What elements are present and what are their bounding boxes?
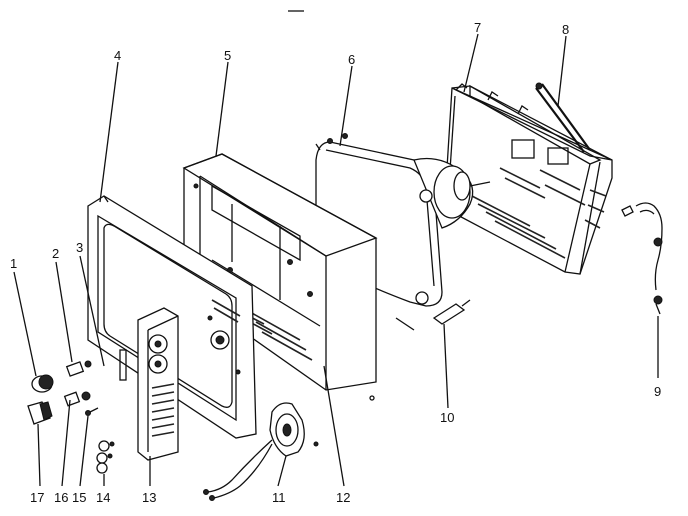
screw-part-15 [85,407,99,416]
label-6: 6 [348,52,355,67]
control-panel-grille [151,383,175,437]
label-11: 11 [272,490,286,505]
knob-part-17 [27,401,53,425]
power-cord-part-9 [621,202,663,315]
label-4: 4 [114,48,121,63]
label-9: 9 [654,384,661,399]
label-7: 7 [474,20,481,35]
washer [369,395,375,401]
label-12: 12 [336,490,350,505]
label-17: 17 [30,490,44,505]
label-2: 2 [52,246,59,261]
antenna-part-8 [535,82,591,153]
label-1: 1 [10,256,17,271]
label-10: 10 [440,410,454,425]
bezel-speaker-slots [211,299,241,323]
label-13: 13 [142,490,156,505]
back-cover-part-7 [444,83,613,275]
label-3: 3 [76,240,83,255]
label-14: 14 [96,490,110,505]
back-cover-vents [469,167,607,259]
knob-part-1 [31,374,54,393]
label-5: 5 [224,48,231,63]
cabinet-part-5 [182,153,378,391]
label-15: 15 [72,490,86,505]
bracket-part-10 [395,299,471,331]
speaker-part-11 [203,402,319,501]
knobs-part-14 [96,440,115,474]
label-8: 8 [562,22,569,37]
leader-lines [13,33,659,487]
knob-part-16 [63,391,91,407]
knob-part-2 [65,360,92,377]
control-panel-part-13 [119,299,241,461]
label-16: 16 [54,490,68,505]
